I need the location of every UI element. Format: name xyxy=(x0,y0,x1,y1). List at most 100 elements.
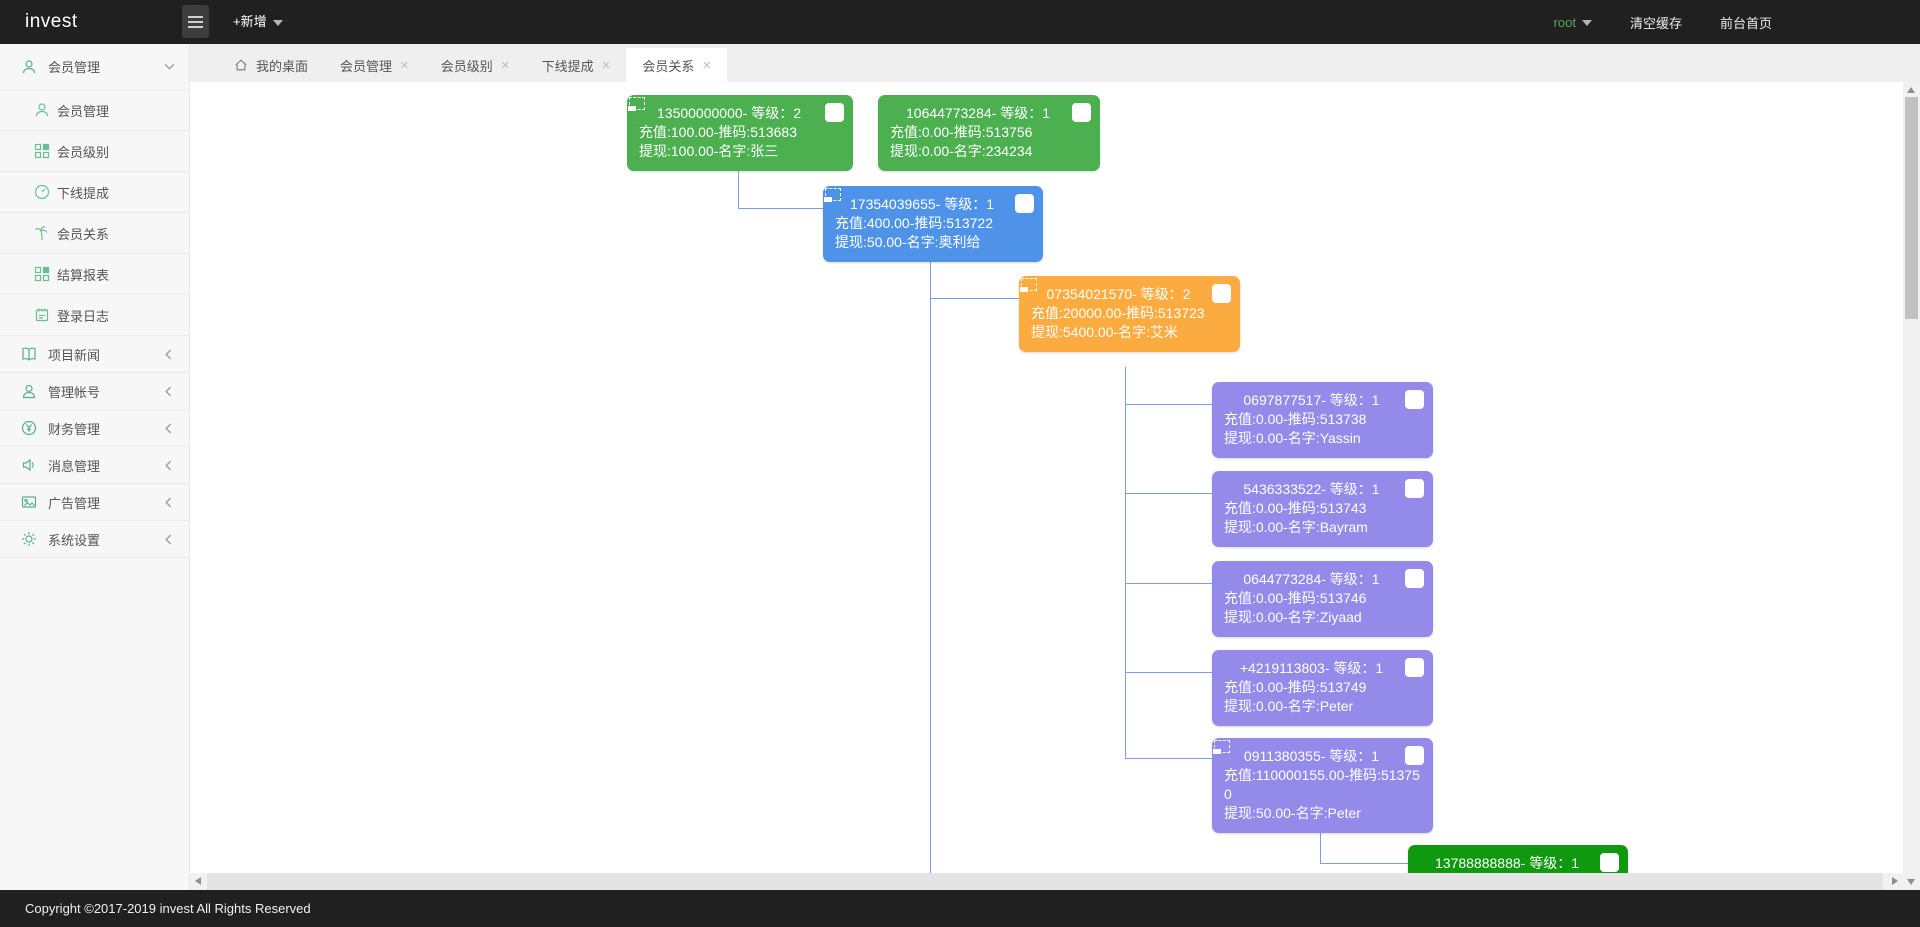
horizontal-scrollbar-thumb[interactable] xyxy=(207,873,1883,890)
chevron-down-icon xyxy=(1581,20,1592,27)
sidebar-item-message[interactable]: 消息管理 xyxy=(0,447,189,484)
node-title: 5436333522- 等级：1 xyxy=(1243,481,1380,497)
vertical-scrollbar[interactable] xyxy=(1903,82,1920,890)
close-icon[interactable]: × xyxy=(400,56,409,74)
node-checkbox[interactable] xyxy=(1405,658,1424,677)
node-checkbox[interactable] xyxy=(825,103,844,122)
node-checkbox[interactable] xyxy=(1405,569,1424,588)
hamburger-icon xyxy=(188,15,203,18)
tree-node[interactable]: 13788888888- 等级：1 xyxy=(1408,845,1628,873)
yen-icon xyxy=(20,419,38,437)
node-title: 13500000000- 等级：2 xyxy=(657,105,801,121)
scroll-right-icon[interactable] xyxy=(1892,877,1898,885)
tree-connector-line xyxy=(1125,758,1212,759)
expand-handle-icon[interactable] xyxy=(1020,278,1037,292)
horizontal-scrollbar[interactable] xyxy=(190,873,1903,890)
chevron-left-icon xyxy=(164,386,175,397)
tree-connector-line xyxy=(1125,367,1126,758)
node-title: 0697877517- 等级：1 xyxy=(1243,392,1380,408)
sidebar-item-member-manage-group[interactable]: 会员管理 xyxy=(0,44,189,90)
chevron-left-icon xyxy=(164,497,175,508)
expand-handle-icon[interactable] xyxy=(1213,740,1230,754)
image-icon xyxy=(20,493,38,511)
tab-member-relation[interactable]: 会员关系× xyxy=(626,48,728,82)
sidebar-item-system-settings[interactable]: 系统设置 xyxy=(0,521,189,558)
tree-connector-line xyxy=(1125,404,1212,405)
tree-node[interactable]: 13500000000- 等级：2 充值:100.00-推码:513683 提现… xyxy=(627,95,853,171)
tab-member-level[interactable]: 会员级别× xyxy=(440,56,510,74)
topbar: invest +新增 root 清空缓存 前台首页 xyxy=(0,0,1920,44)
sidebar-item-member-manage[interactable]: 会员管理 xyxy=(0,90,189,131)
node-recharge: 充值:0.00-推码:513756 xyxy=(890,124,1033,140)
tab-member-manage[interactable]: 会员管理× xyxy=(340,56,409,74)
node-checkbox[interactable] xyxy=(1405,746,1424,765)
node-withdraw: 提现:0.00-名字:Peter xyxy=(1224,698,1354,714)
sidebar-item-project-news[interactable]: 项目新闻 xyxy=(0,336,189,373)
node-withdraw: 提现:100.00-名字:张三 xyxy=(639,143,779,159)
grid-icon xyxy=(33,142,51,160)
node-recharge: 充值:0.00-推码:513738 xyxy=(1224,411,1367,427)
node-recharge: 充值:0.00-推码:513749 xyxy=(1224,679,1367,695)
node-checkbox[interactable] xyxy=(1405,390,1424,409)
expand-handle-icon[interactable] xyxy=(824,188,841,202)
tree-connector-line xyxy=(930,298,1019,299)
node-checkbox[interactable] xyxy=(1600,853,1619,872)
app-logo: invest xyxy=(25,11,78,32)
sidebar-toggle-button[interactable] xyxy=(182,5,209,38)
node-withdraw: 提现:5400.00-名字:艾米 xyxy=(1031,324,1179,340)
tree-connector-line xyxy=(1125,493,1212,494)
sidebar-item-login-log[interactable]: 登录日志 xyxy=(0,295,189,336)
tree-node[interactable]: 07354021570- 等级：2 充值:20000.00-推码:513723 … xyxy=(1019,276,1240,352)
sidebar-item-admin-account[interactable]: 管理帐号 xyxy=(0,373,189,410)
node-title: 13788888888- 等级：1 xyxy=(1435,855,1579,871)
tree-node[interactable]: 17354039655- 等级：1 充值:400.00-推码:513722 提现… xyxy=(823,186,1043,262)
node-checkbox[interactable] xyxy=(1212,284,1231,303)
chevron-down-icon xyxy=(272,19,283,26)
user-icon xyxy=(20,58,38,76)
chevron-left-icon xyxy=(164,349,175,360)
clear-cache-button[interactable]: 清空缓存 xyxy=(1629,15,1682,31)
tree-node[interactable]: +4219113803- 等级：1 充值:0.00-推码:513749 提现:0… xyxy=(1212,650,1433,726)
scroll-down-icon[interactable] xyxy=(1907,879,1915,885)
sidebar-item-member-relation[interactable]: 会员关系 xyxy=(0,213,189,254)
sidebar-item-finance[interactable]: 财务管理 xyxy=(0,410,189,447)
node-withdraw: 提现:50.00-名字:奥利给 xyxy=(835,234,981,250)
close-icon[interactable]: × xyxy=(702,56,712,74)
node-recharge: 充值:0.00-推码:513743 xyxy=(1224,500,1367,516)
copyright-text: Copyright ©2017-2019 invest All Rights R… xyxy=(25,901,311,916)
user-menu[interactable]: root xyxy=(1554,15,1592,30)
front-home-button[interactable]: 前台首页 xyxy=(1719,15,1772,31)
scroll-left-icon[interactable] xyxy=(195,877,201,885)
sidebar-item-member-level[interactable]: 会员级别 xyxy=(0,131,189,172)
node-checkbox[interactable] xyxy=(1405,479,1424,498)
footer: Copyright ©2017-2019 invest All Rights R… xyxy=(0,890,1920,927)
vertical-scrollbar-thumb[interactable] xyxy=(1905,97,1918,319)
tree-node[interactable]: 0644773284- 等级：1 充值:0.00-推码:513746 提现:0.… xyxy=(1212,561,1433,637)
tab-my-desktop[interactable]: 我的桌面 xyxy=(218,48,324,82)
node-checkbox[interactable] xyxy=(1015,194,1034,213)
tab-downline-commission[interactable]: 下线提成× xyxy=(541,56,611,74)
node-recharge: 充值:20000.00-推码:513723 xyxy=(1031,305,1205,321)
sidebar-item-settlement-report[interactable]: 结算报表 xyxy=(0,254,189,295)
tree-node[interactable]: 0911380355- 等级：1 充值:110000155.00-推码:5137… xyxy=(1212,738,1433,833)
node-recharge: 充值:110000155.00-推码:513750 xyxy=(1224,767,1420,802)
tree-connector-line xyxy=(738,208,823,209)
tree-node[interactable]: 10644773284- 等级：1 充值:0.00-推码:513756 提现:0… xyxy=(878,95,1100,171)
expand-handle-icon[interactable] xyxy=(628,97,645,111)
scroll-up-icon[interactable] xyxy=(1907,87,1915,93)
tree-node[interactable]: 5436333522- 等级：1 充值:0.00-推码:513743 提现:0.… xyxy=(1212,471,1433,547)
close-icon[interactable]: × xyxy=(601,56,611,74)
node-checkbox[interactable] xyxy=(1072,103,1091,122)
notebook-icon xyxy=(33,306,51,324)
tree-node[interactable]: 0697877517- 等级：1 充值:0.00-推码:513738 提现:0.… xyxy=(1212,382,1433,458)
topbar-right: root 清空缓存 前台首页 xyxy=(1554,0,1772,44)
sidebar-item-ad[interactable]: 广告管理 xyxy=(0,484,189,521)
add-new-dropdown[interactable]: +新增 xyxy=(233,0,283,44)
account-icon xyxy=(20,382,38,400)
node-title: 10644773284- 等级：1 xyxy=(906,105,1050,121)
sidebar-item-downline-commission[interactable]: 下线提成 xyxy=(0,172,189,213)
close-icon[interactable]: × xyxy=(500,56,510,74)
node-title: 07354021570- 等级：2 xyxy=(1046,286,1191,302)
node-withdraw: 提现:0.00-名字:Ziyaad xyxy=(1224,609,1362,625)
node-title: 17354039655- 等级：1 xyxy=(850,196,994,212)
